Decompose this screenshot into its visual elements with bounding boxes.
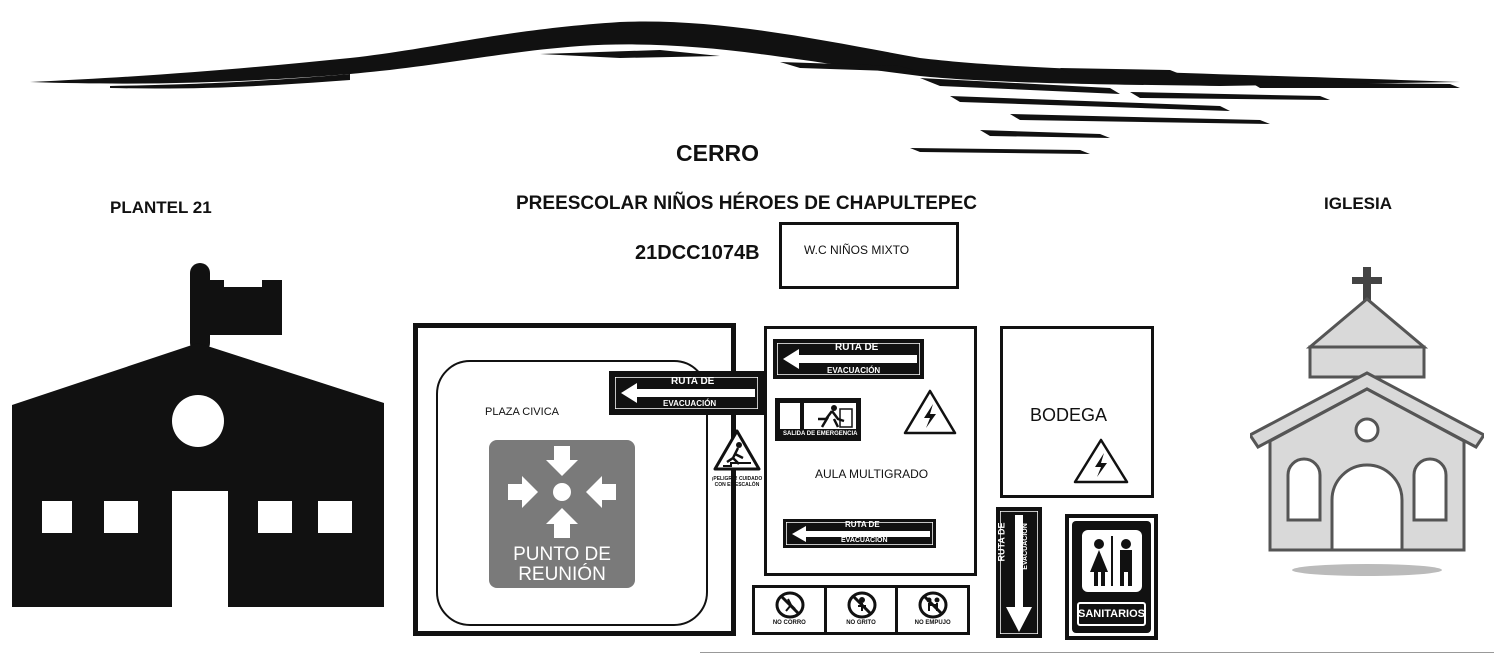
church-icon	[1250, 267, 1484, 576]
no-running-sign: NO CORRO	[755, 588, 827, 632]
no-pushing-sign: NO EMPUJO	[898, 588, 967, 632]
meeting-point-sign: PUNTO DE REUNIÓN	[489, 440, 635, 588]
behavior-signs: NO CORRO NO GRITO NO EMPUJO	[752, 585, 970, 635]
step-hazard-label: ¡PELIGRO! CUIDADO CON EL ESCALÓN	[711, 476, 763, 488]
plaza-inner-boundary	[436, 360, 708, 626]
evacuation-arrow-icon	[777, 343, 920, 375]
evacuation-sign-aula-bottom-line1: RUTA DE	[845, 520, 880, 529]
iglesia-label: IGLESIA	[1324, 194, 1393, 213]
bodega-area: BODEGA	[1000, 326, 1154, 498]
evacuation-sign-plaza-line2: EVACUACIÓN	[663, 399, 717, 408]
evacuation-sign-vertical: RUTA DE EVACUACIÓN	[996, 507, 1042, 638]
restroom-label: SANITARIOS	[1077, 608, 1146, 620]
evacuation-sign-aula-top-line2: EVACUACIÓN	[827, 366, 881, 375]
no-running-label: NO CORRO	[772, 620, 806, 626]
restroom-sign: SANITARIOS	[1065, 514, 1158, 640]
evacuation-sign-vertical-line2: EVACUACIÓN	[1021, 523, 1029, 570]
plantel-label: PLANTEL 21	[110, 198, 212, 217]
evacuation-arrow-icon	[786, 522, 933, 545]
emergency-exit-sign: SALIDA DE EMERGENCIA	[775, 398, 861, 441]
evacuation-sign-aula-bottom: RUTA DE EVACUACIÓN	[783, 519, 936, 548]
emergency-exit-label: SALIDA DE EMERGENCIA	[783, 431, 858, 437]
evacuation-arrow-icon	[615, 377, 758, 409]
mountain-icon	[30, 21, 1460, 154]
wc-box: W.C NIÑOS MIXTO	[779, 222, 959, 289]
evacuation-sign-vertical-line1: RUTA DE	[996, 522, 1007, 562]
evacuation-sign-plaza: RUTA DE EVACUACIÓN	[609, 371, 764, 415]
no-shouting-icon	[847, 591, 877, 619]
cerro-label: CERRO	[676, 140, 760, 166]
high-voltage-icon	[903, 389, 957, 435]
no-shouting-sign: NO GRITO	[827, 588, 899, 632]
wc-label: W.C NIÑOS MIXTO	[804, 243, 910, 257]
meeting-point-icon	[508, 446, 616, 538]
evacuation-sign-aula-bottom-line2: EVACUACIÓN	[841, 537, 888, 544]
no-shouting-label: NO GRITO	[846, 620, 876, 626]
no-running-icon	[775, 591, 805, 619]
restroom-icon	[1082, 530, 1142, 592]
evacuation-arrow-icon	[1000, 511, 1038, 634]
emergency-exit-icon	[780, 403, 856, 429]
step-hazard-icon	[713, 429, 761, 471]
meeting-point-line1: PUNTO DE	[513, 544, 611, 565]
meeting-point-line2: REUNIÓN	[518, 564, 606, 585]
evacuation-sign-aula-top-line1: RUTA DE	[835, 342, 879, 353]
no-pushing-label: NO EMPUJO	[914, 620, 951, 626]
plaza-label: PLAZA CIVICA	[485, 406, 559, 418]
high-voltage-icon	[1073, 438, 1129, 484]
school-building-icon	[12, 263, 384, 607]
evacuation-sign-aula-top: RUTA DE EVACUACIÓN	[773, 339, 924, 379]
evacuation-sign-plaza-line1: RUTA DE	[671, 376, 715, 387]
bodega-label: BODEGA	[1030, 405, 1108, 425]
aula-label: AULA MULTIGRADO	[815, 467, 929, 481]
scan-line	[700, 652, 1494, 653]
school-name: PREESCOLAR NIÑOS HÉROES DE CHAPULTEPEC	[516, 193, 977, 214]
school-code: 21DCC1074B	[635, 242, 760, 264]
no-pushing-icon	[918, 591, 948, 619]
